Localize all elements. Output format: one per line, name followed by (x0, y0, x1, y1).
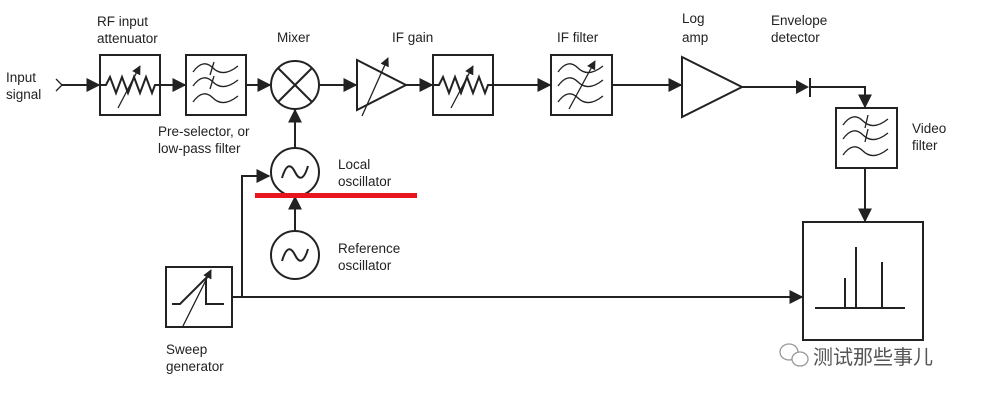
log-amp-block (681, 55, 745, 119)
video-filter-label-1: Video (912, 121, 946, 136)
envelope-detector-label-2: detector (771, 30, 820, 45)
sweep-generator-label-2: generator (166, 359, 224, 374)
wechat-icon (779, 343, 809, 367)
watermark: 测试那些事儿 (779, 343, 933, 369)
if-filter-block (550, 54, 613, 116)
if-attenuator-block (432, 54, 494, 116)
if-gain-block (356, 57, 409, 117)
reference-oscillator-label-2: oscillator (338, 258, 392, 273)
local-oscillator-label-2: oscillator (338, 174, 392, 189)
rf-attenuator-label-2: attenuator (97, 31, 158, 46)
local-oscillator-block (270, 147, 320, 197)
mixer-label: Mixer (277, 30, 311, 45)
mixer-block (270, 60, 320, 110)
highlight-underline (255, 193, 417, 198)
input-label-2: signal (6, 87, 41, 102)
sweep-generator-block (165, 266, 233, 328)
if-gain-label: IF gain (392, 30, 433, 45)
preselector-block (185, 54, 247, 116)
signal-path (55, 78, 872, 304)
display-block (802, 221, 924, 341)
preselector-label-1: Pre-selector, or (158, 124, 250, 139)
watermark-text: 测试那些事儿 (813, 345, 933, 369)
log-amp-label-2: amp (682, 30, 708, 45)
log-amp-label-1: Log (682, 11, 705, 26)
local-oscillator-label-1: Local (338, 157, 370, 172)
reference-oscillator-block (270, 230, 320, 280)
rf-attenuator-label-1: RF input (97, 14, 148, 29)
if-filter-label: IF filter (557, 30, 599, 45)
rf-attenuator-block (99, 54, 161, 116)
sweep-generator-label-1: Sweep (166, 342, 207, 357)
video-filter-block (835, 107, 898, 169)
reference-oscillator-label-1: Reference (338, 241, 400, 256)
video-filter-label-2: filter (912, 138, 938, 153)
preselector-label-2: low-pass filter (158, 141, 241, 156)
envelope-detector-label-1: Envelope (771, 13, 827, 28)
input-label-1: Input (6, 70, 36, 85)
envelope-detector-diode (796, 78, 811, 97)
